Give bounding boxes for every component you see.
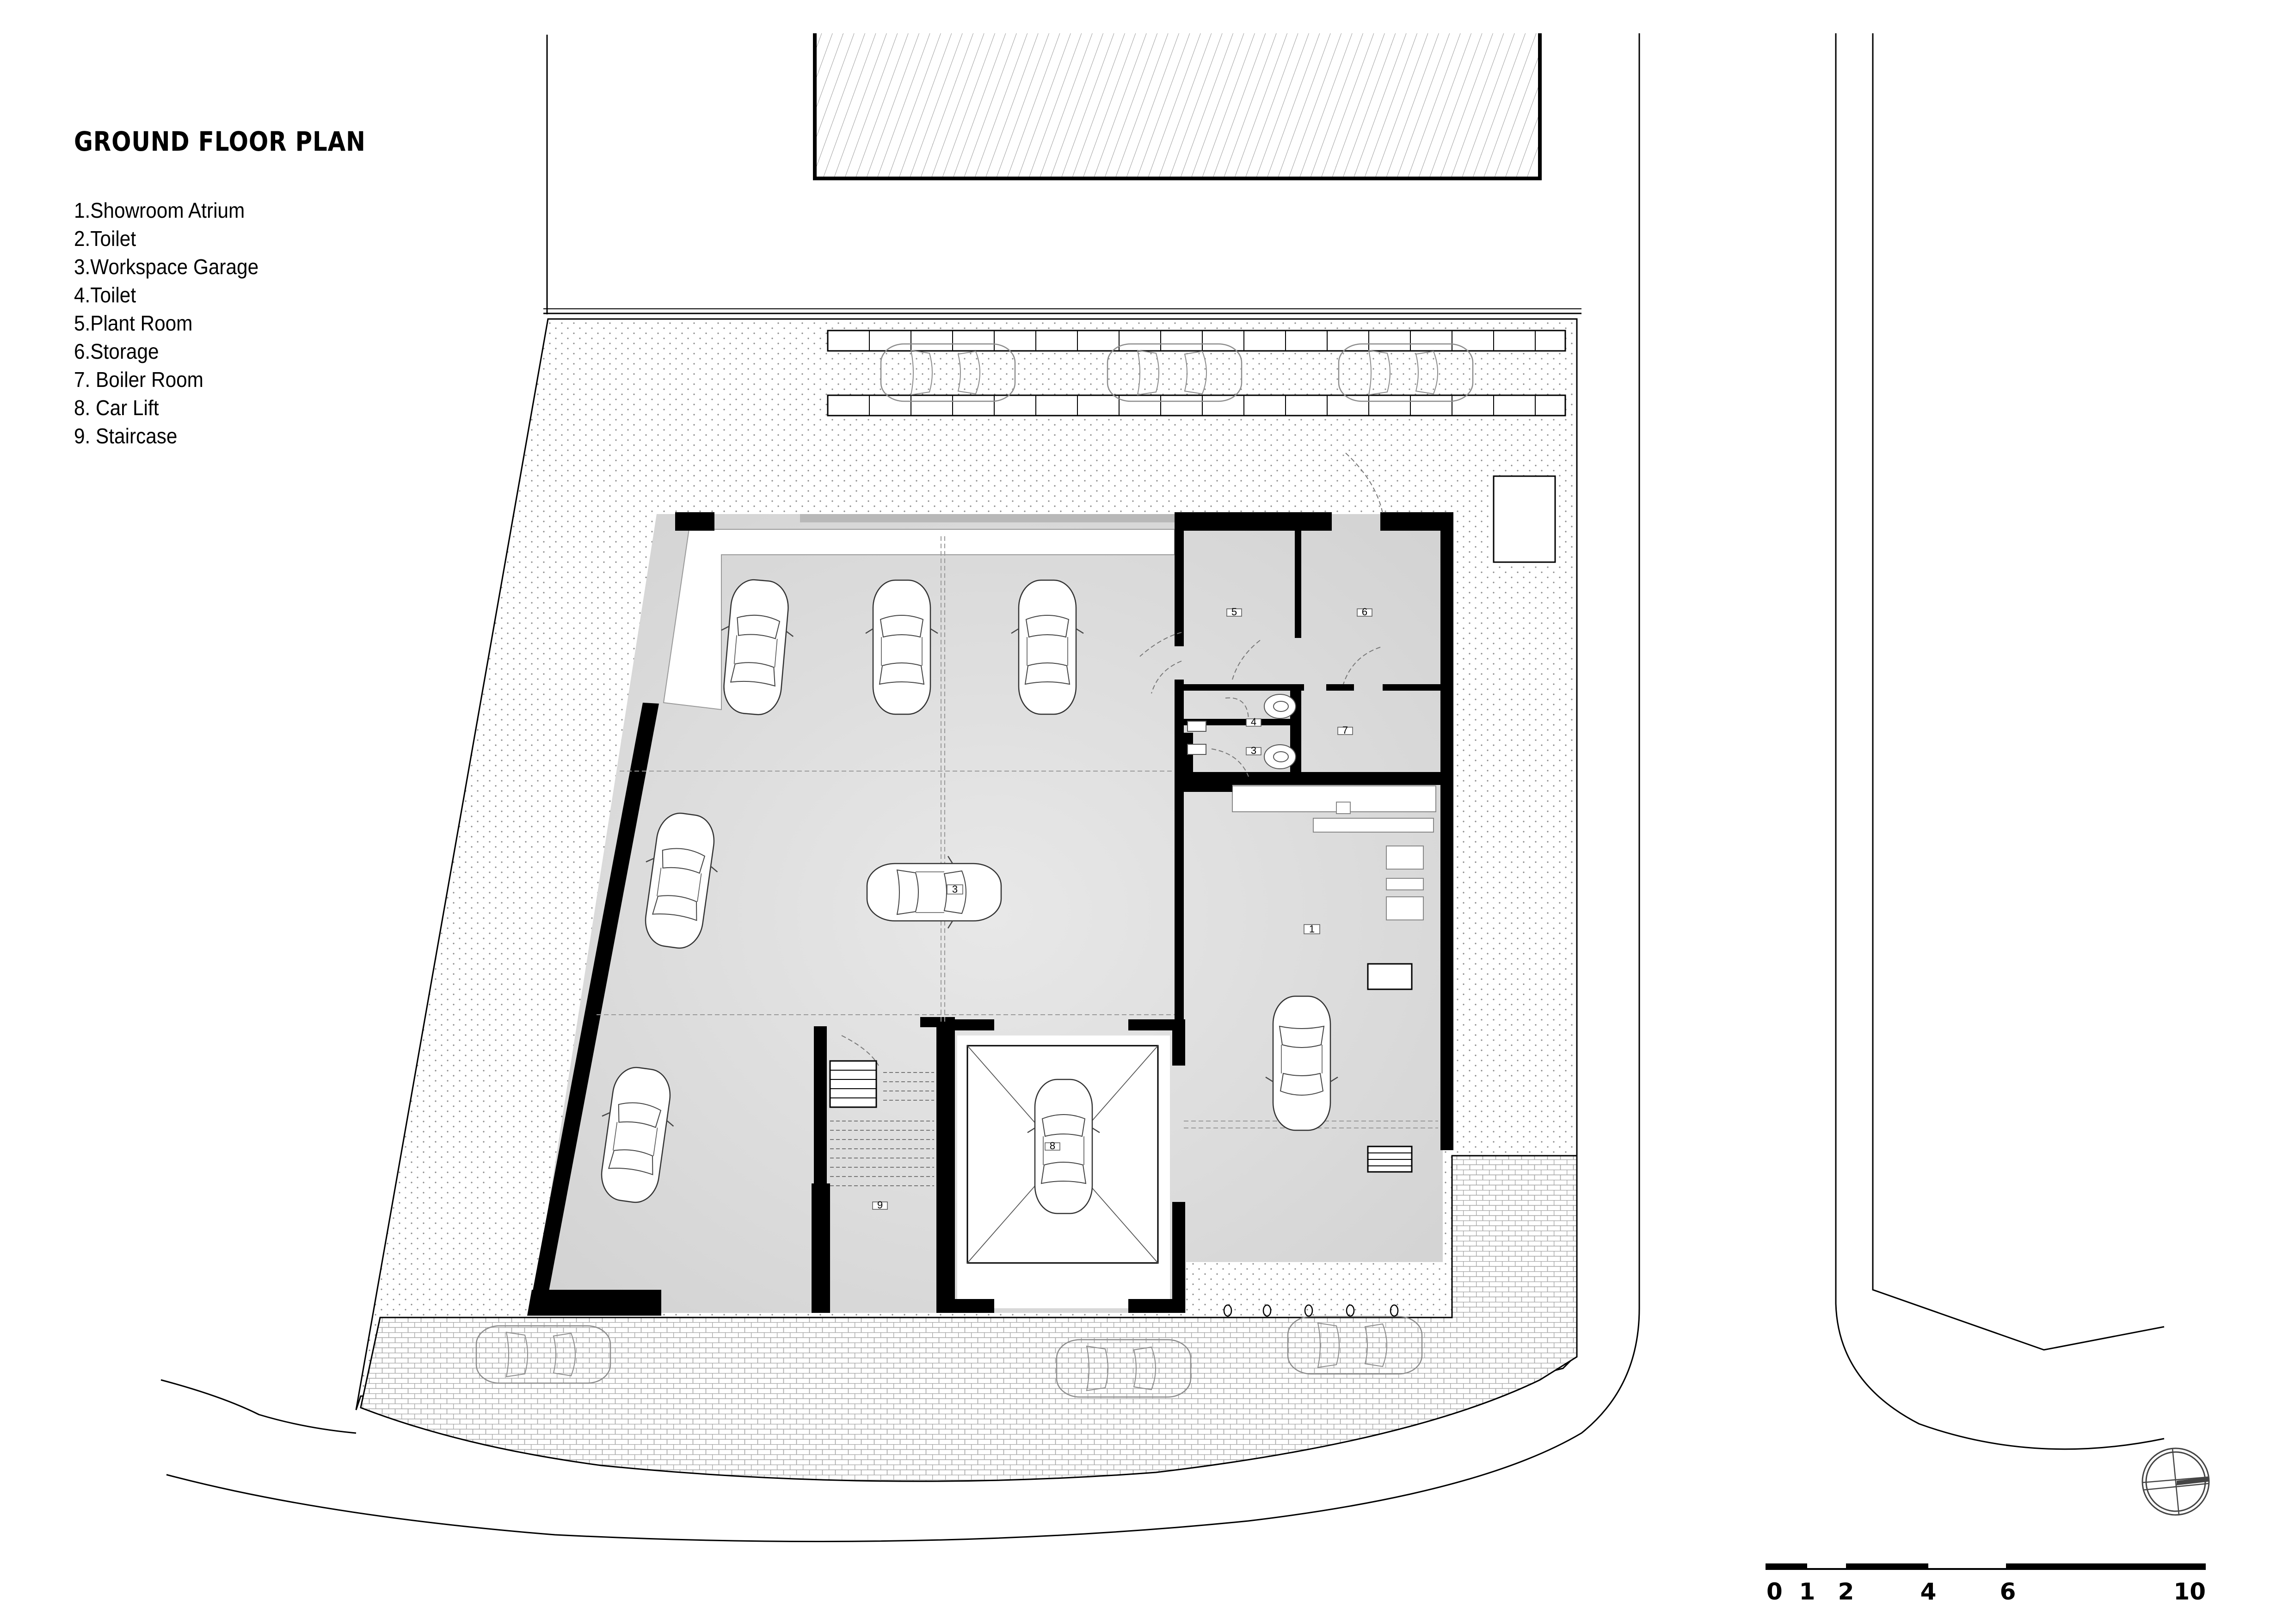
room-tag-garage: 3: [947, 883, 963, 895]
car-on-lift: [1027, 1079, 1101, 1214]
svg-text:6: 6: [2000, 1578, 2016, 1605]
staircase-drawing: [829, 1060, 934, 1186]
svg-text:10: 10: [2173, 1578, 2206, 1605]
car-garage-2: [865, 579, 939, 715]
legend-item-storage: 6.Storage: [74, 339, 159, 363]
svg-text:8: 8: [1050, 1140, 1055, 1152]
plan-title: GROUND FLOOR PLAN: [74, 126, 366, 157]
reception-desk: [1232, 785, 1436, 812]
svg-text:7: 7: [1342, 724, 1348, 736]
legend-item-showroom-atrium: 1.Showroom Atrium: [74, 198, 245, 222]
room-tag-car-lift: 8: [1045, 1140, 1060, 1152]
car-showroom: [1265, 995, 1339, 1131]
svg-text:4: 4: [1251, 716, 1256, 728]
room-tag-toilet-lower: 3: [1246, 745, 1261, 756]
svg-text:3: 3: [1251, 745, 1256, 756]
scale-bar: 0 1 2 4 6 10: [1766, 1563, 2206, 1605]
legend-item-plant-room: 5.Plant Room: [74, 311, 193, 335]
door-swings: [841, 453, 1383, 1066]
showroom-stair: [1367, 1146, 1413, 1173]
bollards: [1223, 1304, 1399, 1317]
svg-text:1: 1: [1309, 923, 1315, 935]
legend-item-car-lift: 8. Car Lift: [74, 396, 159, 420]
room-legend: 1.Showroom Atrium 2.Toilet 3.Workspace G…: [74, 196, 275, 450]
room-tag-staircase: 9: [872, 1199, 888, 1211]
room-tag-showroom: 1: [1304, 923, 1320, 935]
front-paving-brick: [360, 1155, 1578, 1482]
exterior-parking-strip: [827, 330, 1566, 417]
svg-text:5: 5: [1231, 606, 1237, 618]
svg-text:6: 6: [1362, 606, 1367, 618]
svg-text:4: 4: [1920, 1578, 1937, 1605]
legend-item-boiler-room: 7. Boiler Room: [74, 368, 203, 392]
road-lines: [160, 33, 2165, 1543]
room-tags: 1 3 3 4 5 6 7 8 9: [872, 606, 1372, 1211]
legend-item-toilet-4: 4.Toilet: [74, 283, 136, 307]
room-tag-toilet-upper: 4: [1246, 716, 1261, 728]
north-arrow-icon: [2141, 1447, 2210, 1516]
meter-box: [1493, 475, 1556, 563]
svg-text:9: 9: [877, 1199, 883, 1211]
neighbouring-building: [813, 33, 1542, 180]
svg-text:1: 1: [1799, 1578, 1815, 1605]
car-garage-centre: [866, 855, 1002, 929]
legend-item-staircase: 9. Staircase: [74, 424, 178, 448]
legend-item-workspace-garage: 3.Workspace Garage: [74, 255, 259, 279]
svg-text:3: 3: [952, 883, 958, 895]
svg-text:0: 0: [1766, 1578, 1783, 1605]
room-tag-storage: 6: [1357, 606, 1372, 618]
car-garage-3: [1010, 579, 1084, 715]
room-tag-boiler-room: 7: [1337, 724, 1353, 736]
legend-item-toilet-2: 2.Toilet: [74, 227, 136, 251]
svg-text:2: 2: [1838, 1578, 1854, 1605]
room-tag-plant-room: 5: [1226, 606, 1242, 618]
